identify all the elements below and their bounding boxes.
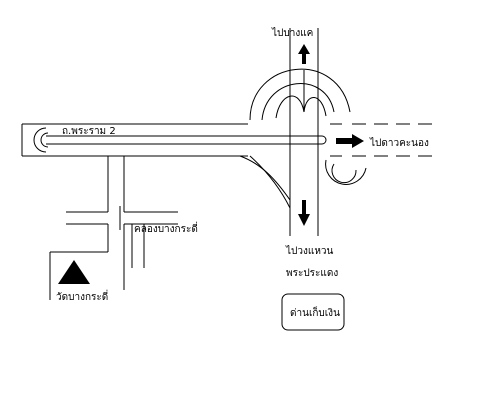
label-to-bang-khae: ไปบางแค xyxy=(271,27,313,39)
temple-triangle-icon xyxy=(58,260,90,284)
arrow-north-icon xyxy=(298,44,310,64)
side-road xyxy=(49,156,125,300)
label-temple-bang-kradi: วัดบางกระดี่ xyxy=(56,289,108,303)
interchange xyxy=(239,28,367,236)
label-to-wongwaen-line2: พระประแดง xyxy=(286,268,338,279)
label-to-dao-khanong: ไปดาวคะนอง xyxy=(369,137,429,149)
label-toll-booth: ด่านเก็บเงิน xyxy=(290,305,340,319)
canal xyxy=(66,206,178,268)
rama2-road xyxy=(21,123,440,157)
arrow-south-icon xyxy=(298,200,310,226)
arrow-east-icon xyxy=(336,134,364,148)
road-label-rama2: ถ.พระราม 2 xyxy=(62,126,116,137)
toll-booth-box xyxy=(281,293,345,331)
label-canal-bang-kradi: คลองบางกระดี่ xyxy=(134,221,198,235)
label-to-wongwaen-line1: ไปวงแหวน xyxy=(285,245,334,257)
